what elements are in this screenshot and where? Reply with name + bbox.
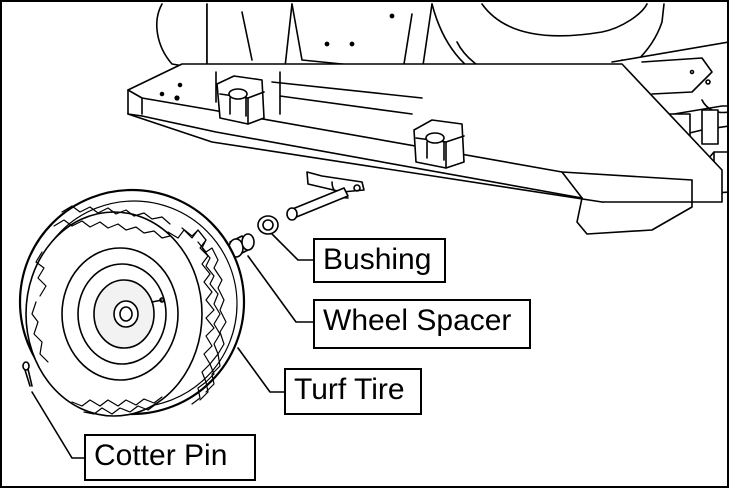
axle-bolt xyxy=(286,187,349,221)
bushing-label: Bushing xyxy=(313,238,446,283)
caster-mount xyxy=(306,171,365,199)
leader-cotter-pin xyxy=(31,391,85,459)
leader-wheel-spacer xyxy=(247,255,314,323)
leader-lines xyxy=(31,233,314,459)
cotter-pin-label: Cotter Pin xyxy=(84,434,256,481)
wheel-spacer-part xyxy=(228,233,255,258)
wheel-spacer-label: Wheel Spacer xyxy=(313,299,531,349)
cotter-pin-part xyxy=(22,361,33,387)
right-bracket xyxy=(413,119,465,169)
bushing-part xyxy=(257,215,279,235)
leader-bushing xyxy=(271,233,314,261)
left-bracket xyxy=(216,75,265,125)
leader-turf-tire xyxy=(237,347,285,393)
turf-tire-label: Turf Tire xyxy=(284,368,422,415)
tire-tread xyxy=(31,205,227,415)
turf-tire-part xyxy=(18,188,246,417)
